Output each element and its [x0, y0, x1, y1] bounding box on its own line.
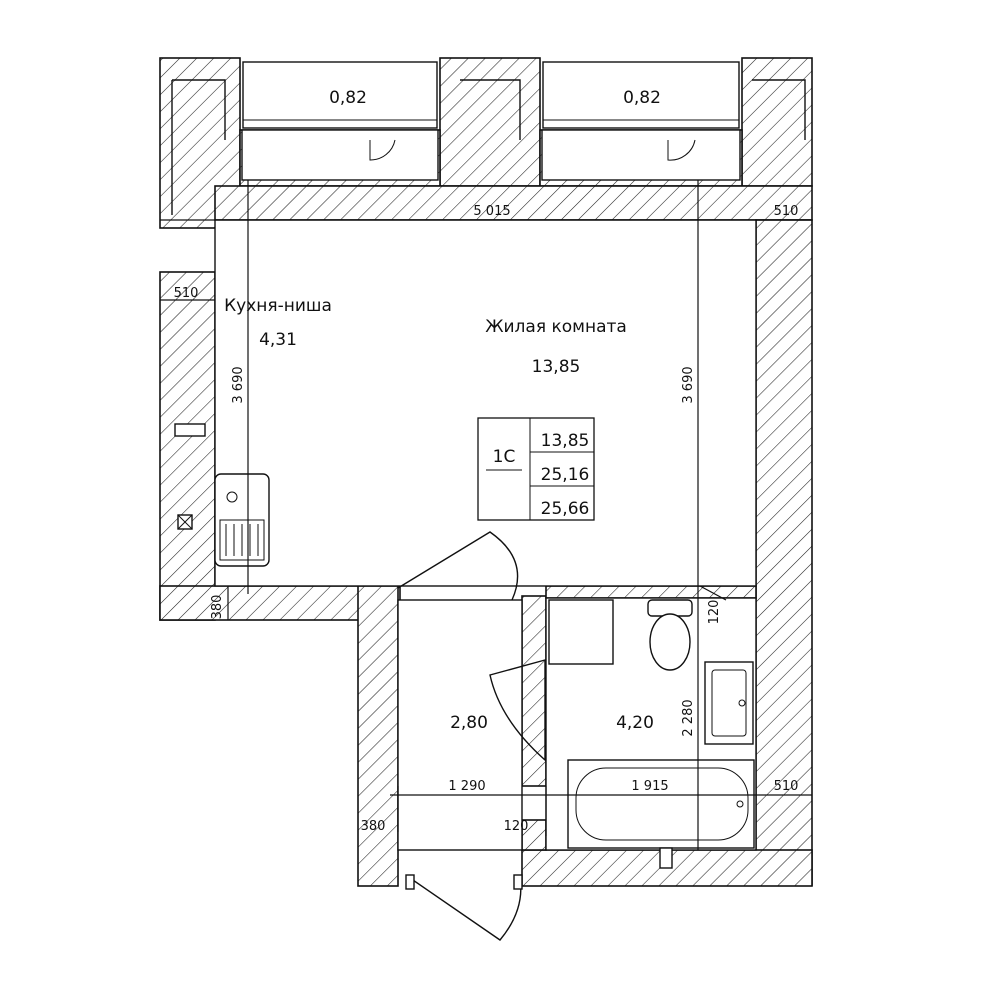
- dim-bath-height: 2 280: [681, 699, 696, 736]
- shaft-icon: [174, 423, 206, 437]
- bath-area: 4,20: [616, 713, 654, 733]
- dim-hall-width: 1 290: [448, 779, 485, 794]
- dim-bath-width: 1 915: [631, 779, 668, 794]
- dim-left-height: 3 690: [231, 366, 246, 403]
- dim-bath-wall: 510: [774, 779, 799, 794]
- kitchen-label: Кухня-ниша: [224, 296, 332, 316]
- summary-total-area: 25,16: [541, 465, 590, 485]
- balcony-right: 0,82: [541, 61, 741, 181]
- dim-bath-gap: 120: [707, 600, 722, 625]
- dim-partition: 120: [504, 819, 529, 834]
- balcony-left: 0,82: [241, 61, 439, 181]
- summary-total-with-balcony: 25,66: [541, 499, 590, 519]
- dim-kitchen-bottom: 380: [210, 595, 225, 620]
- hall-area: 2,80: [450, 713, 488, 733]
- kitchen-area: 4,31: [259, 330, 297, 350]
- balcony-right-area: 0,82: [623, 88, 661, 108]
- balcony-left-area: 0,82: [329, 88, 367, 108]
- dim-hall-bottom: 380: [361, 819, 386, 834]
- sink-kitchen: [214, 473, 270, 567]
- main-walls: [159, 185, 813, 887]
- summary-table: 1С 13,85 25,16 25,66: [477, 417, 595, 521]
- summary-living-area: 13,85: [541, 431, 590, 451]
- living-label: Жилая комната: [485, 317, 627, 337]
- dim-top-width: 5 015: [473, 204, 510, 219]
- bathtub: [567, 759, 755, 869]
- washbasin: [704, 661, 754, 745]
- dim-top-wall: 510: [774, 204, 799, 219]
- summary-type: 1С: [493, 447, 516, 467]
- doors: [397, 531, 546, 941]
- vent-icon: [177, 514, 193, 530]
- washing-machine: [548, 599, 614, 665]
- toilet: [647, 599, 693, 671]
- dim-left-wall: 510: [174, 286, 199, 301]
- living-area: 13,85: [532, 357, 581, 377]
- dimension-lines: [160, 180, 812, 850]
- dim-right-height: 3 690: [681, 366, 696, 403]
